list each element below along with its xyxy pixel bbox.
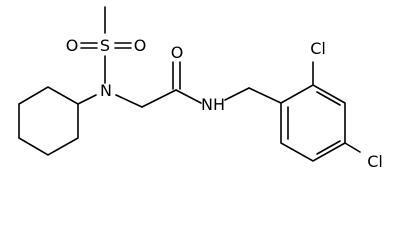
atom-chlorine-ortho: Cl <box>310 39 326 58</box>
atom-carbonyl-oxygen: O <box>171 43 184 62</box>
bond-nh-ch2 <box>224 87 250 101</box>
cyclohexane-ring <box>18 86 79 156</box>
molecule-drawing: S O O N O NH Cl Cl <box>18 6 383 171</box>
aromatic-bond-3 <box>316 91 341 106</box>
atom-amide-nh: NH <box>201 95 225 114</box>
atom-amine-nitrogen: N <box>100 81 112 100</box>
atom-sulfonyl-oxygen-left: O <box>66 36 79 55</box>
atom-sulfur: S <box>100 36 110 55</box>
atom-chlorine-para: Cl <box>367 152 383 171</box>
bond-c-nh <box>175 89 202 104</box>
bond-aryl-cl-para <box>344 142 361 153</box>
benzene-ring <box>280 84 346 162</box>
bond-ch2-carbonyl <box>141 89 177 108</box>
bond-n-cyclohexyl <box>77 94 97 105</box>
bond-ch2-aryl <box>248 87 282 104</box>
aromatic-bond-2 <box>316 140 341 155</box>
bond-n-ch2 <box>115 94 143 108</box>
atom-sulfonyl-oxygen-right: O <box>134 36 147 55</box>
structure-canvas: S O O N O NH Cl Cl <box>18 6 383 171</box>
